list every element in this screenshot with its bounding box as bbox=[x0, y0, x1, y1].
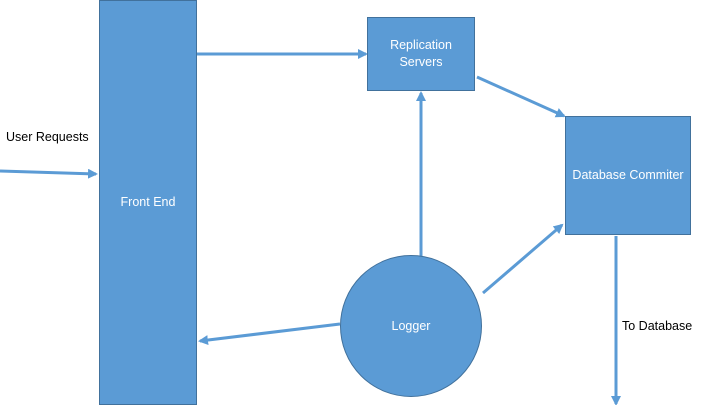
logger-label: Logger bbox=[391, 318, 431, 333]
to-database-label: To Database bbox=[622, 319, 693, 333]
edge-user-requests-to-front-end bbox=[0, 168, 98, 179]
replication-servers-node: Replication Servers bbox=[367, 17, 475, 91]
edge-replication-servers-to-database-commiter bbox=[476, 75, 566, 118]
front-end-label: Front End bbox=[120, 195, 176, 210]
database-commiter-label: Database Commiter bbox=[572, 168, 684, 183]
logger-node: Logger bbox=[340, 255, 482, 397]
front-end-node: Front End bbox=[99, 0, 197, 405]
user-requests-label: User Requests bbox=[6, 130, 89, 144]
replication-servers-label: Replication Servers bbox=[390, 38, 452, 69]
edge-logger-to-front-end bbox=[198, 322, 341, 345]
edge-logger-to-database-commiter bbox=[482, 223, 564, 295]
database-commiter-node: Database Commiter bbox=[565, 116, 691, 235]
